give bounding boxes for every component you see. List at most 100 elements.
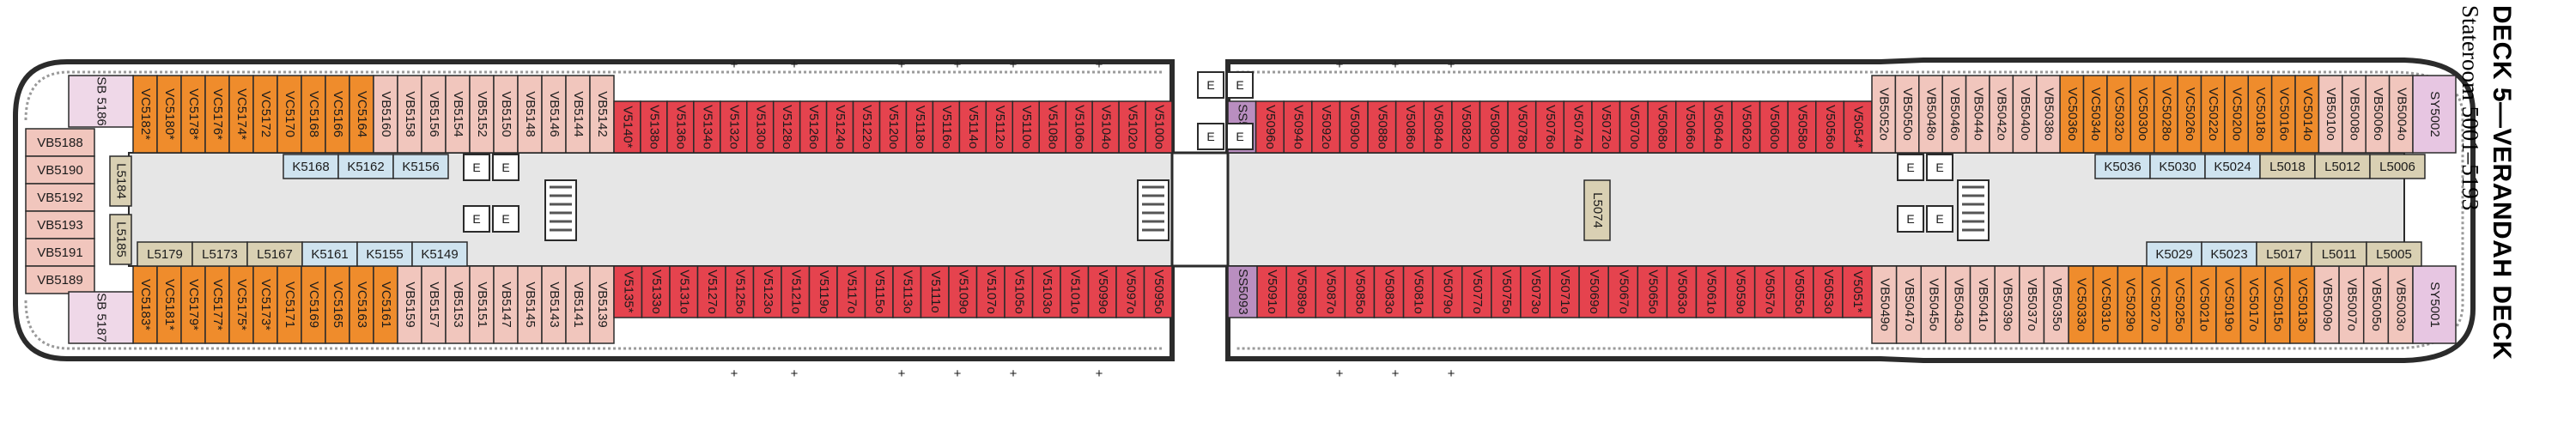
cabin-5112[interactable]: V5112o bbox=[985, 100, 1014, 154]
cabin-L5017[interactable]: L5017 bbox=[2256, 241, 2312, 267]
cabin-5110[interactable]: V5110o bbox=[1012, 100, 1040, 154]
cabin-5139[interactable]: VB5139 bbox=[589, 265, 615, 344]
cabin-5159[interactable]: VB5159 bbox=[397, 265, 422, 344]
cabin-5034[interactable]: VC5034o bbox=[2082, 75, 2108, 154]
cabin-5135[interactable]: V5135* bbox=[613, 265, 643, 318]
cabin-5138[interactable]: V5138o bbox=[640, 100, 668, 154]
cabin-5080[interactable]: V5080o bbox=[1479, 100, 1509, 154]
cabin-5002[interactable]: SY5002 bbox=[2412, 75, 2457, 154]
cabin-5031[interactable]: VC5031o bbox=[2092, 265, 2119, 344]
cabin-5158[interactable]: VB5158 bbox=[397, 75, 422, 154]
cabin-5065[interactable]: V5065o bbox=[1637, 265, 1668, 318]
cabin-5130[interactable]: V5130o bbox=[746, 100, 775, 154]
cabin-5045[interactable]: VB5045o bbox=[1920, 265, 1947, 344]
cabin-5147[interactable]: VB5147 bbox=[493, 265, 519, 344]
cabin-5026[interactable]: VC5026o bbox=[2177, 75, 2202, 154]
cabin-L5167[interactable]: L5167 bbox=[246, 241, 303, 267]
cabin-5090[interactable]: V5090o bbox=[1339, 100, 1369, 154]
cabin-5081[interactable]: V5081o bbox=[1402, 265, 1434, 318]
cabin-5136[interactable]: V5136o bbox=[666, 100, 695, 154]
cabin-5071[interactable]: V5071o bbox=[1549, 265, 1580, 318]
cabin-L5018[interactable]: L5018 bbox=[2259, 154, 2316, 179]
cabin-5177[interactable]: VC5177* bbox=[204, 265, 230, 344]
cabin-5119[interactable]: V5119o bbox=[808, 265, 838, 318]
cabin-5181[interactable]: VC5181* bbox=[156, 265, 182, 344]
cabin-5118[interactable]: V5118o bbox=[905, 100, 934, 154]
cabin-5182[interactable]: VC5182* bbox=[132, 75, 158, 154]
cabin-5111[interactable]: V5111o bbox=[920, 265, 950, 318]
cabin-5165[interactable]: VC5165 bbox=[325, 265, 350, 344]
cabin-5050[interactable]: VB5050o bbox=[1894, 75, 1920, 154]
cabin-5113[interactable]: V5113o bbox=[892, 265, 922, 318]
cabin-5157[interactable]: VB5157 bbox=[421, 265, 447, 344]
cabin-5108[interactable]: V5108o bbox=[1038, 100, 1066, 154]
cabin-5004[interactable]: VB5004o bbox=[2388, 75, 2414, 154]
cabin-5069[interactable]: V5069o bbox=[1578, 265, 1609, 318]
cabin-5088[interactable]: V5088o bbox=[1367, 100, 1397, 154]
cabin-5178[interactable]: VC5178* bbox=[180, 75, 206, 154]
cabin-lobby-bottom[interactable]: L5185 bbox=[109, 214, 132, 265]
cabin-5122[interactable]: V5122o bbox=[852, 100, 881, 154]
cabin-K5161[interactable]: K5161 bbox=[301, 241, 358, 267]
cabin-5057[interactable]: V5057o bbox=[1753, 265, 1785, 318]
cabin-5010[interactable]: VB5010o bbox=[2318, 75, 2343, 154]
cabin-5104[interactable]: V5104o bbox=[1091, 100, 1120, 154]
cabin-5028[interactable]: VC5028o bbox=[2153, 75, 2178, 154]
cabin-K5149[interactable]: K5149 bbox=[411, 241, 468, 267]
cabin-L5179[interactable]: L5179 bbox=[137, 241, 193, 267]
cabin-5043[interactable]: VB5043o bbox=[1945, 265, 1971, 344]
cabin-5125[interactable]: V5125o bbox=[725, 265, 755, 318]
cabin-L5074[interactable]: L5074 bbox=[1583, 179, 1611, 241]
cabin-5051[interactable]: V5051* bbox=[1842, 265, 1873, 318]
cabin-5193[interactable]: VB5193 bbox=[25, 210, 95, 239]
cabin-5083[interactable]: V5083o bbox=[1373, 265, 1405, 318]
cabin-corner-bottom[interactable]: SB 5187 bbox=[68, 291, 134, 344]
cabin-5020[interactable]: VC5020o bbox=[2224, 75, 2250, 154]
cabin-5093[interactable]: SS5093 bbox=[1227, 265, 1258, 318]
cabin-5049[interactable]: VB5049o bbox=[1871, 265, 1898, 344]
cabin-5021[interactable]: VC5021o bbox=[2190, 265, 2217, 344]
cabin-5063[interactable]: V5063o bbox=[1666, 265, 1698, 318]
cabin-5166[interactable]: VC5166 bbox=[325, 75, 350, 154]
cabin-5022[interactable]: VC5022o bbox=[2200, 75, 2226, 154]
cabin-5039[interactable]: VB5039o bbox=[1994, 265, 2020, 344]
cabin-5105[interactable]: V5105o bbox=[1004, 265, 1034, 318]
cabin-5013[interactable]: VC5013o bbox=[2289, 265, 2316, 344]
cabin-5101[interactable]: V5101o bbox=[1060, 265, 1090, 318]
cabin-5067[interactable]: V5067o bbox=[1607, 265, 1639, 318]
cabin-5006[interactable]: VB5006o bbox=[2365, 75, 2391, 154]
cabin-5146[interactable]: VB5146 bbox=[541, 75, 567, 154]
cabin-5100[interactable]: V5100o bbox=[1145, 100, 1173, 154]
cabin-5068[interactable]: V5068o bbox=[1647, 100, 1677, 154]
cabin-5029[interactable]: VC5029o bbox=[2117, 265, 2143, 344]
cabin-5170[interactable]: VC5170 bbox=[276, 75, 302, 154]
cabin-5003[interactable]: VB5003o bbox=[2387, 265, 2414, 344]
cabin-5126[interactable]: V5126o bbox=[799, 100, 828, 154]
cabin-5164[interactable]: VC5164 bbox=[349, 75, 374, 154]
cabin-K5156[interactable]: K5156 bbox=[392, 154, 449, 179]
cabin-5151[interactable]: VB5151 bbox=[469, 265, 495, 344]
cabin-5120[interactable]: V5120o bbox=[878, 100, 908, 154]
cabin-5077[interactable]: V5077o bbox=[1461, 265, 1492, 318]
cabin-K5155[interactable]: K5155 bbox=[356, 241, 413, 267]
cabin-5163[interactable]: VC5163 bbox=[349, 265, 374, 344]
cabin-5073[interactable]: V5073o bbox=[1520, 265, 1551, 318]
cabin-5133[interactable]: V5133o bbox=[641, 265, 671, 318]
cabin-5066[interactable]: V5066o bbox=[1674, 100, 1705, 154]
cabin-5048[interactable]: VB5048o bbox=[1918, 75, 1943, 154]
cabin-5154[interactable]: VB5154 bbox=[445, 75, 471, 154]
cabin-5074[interactable]: V5074o bbox=[1563, 100, 1593, 154]
cabin-5014[interactable]: VC5014o bbox=[2294, 75, 2320, 154]
cabin-5180[interactable]: VC5180* bbox=[156, 75, 182, 154]
cabin-5171[interactable]: VC5171 bbox=[276, 265, 302, 344]
cabin-5076[interactable]: V5076o bbox=[1534, 100, 1565, 154]
cabin-5097[interactable]: V5097o bbox=[1115, 265, 1145, 318]
cabin-5017[interactable]: VC5017o bbox=[2239, 265, 2266, 344]
cabin-5042[interactable]: VB5042o bbox=[1989, 75, 2014, 154]
cabin-5016[interactable]: VC5016o bbox=[2270, 75, 2296, 154]
cabin-5191[interactable]: VB5191 bbox=[25, 238, 95, 267]
cabin-5096[interactable]: V5096o bbox=[1255, 100, 1285, 154]
cabin-5106[interactable]: V5106o bbox=[1065, 100, 1093, 154]
cabin-5099[interactable]: V5099o bbox=[1087, 265, 1117, 318]
cabin-5035[interactable]: VB5035o bbox=[2043, 265, 2069, 344]
